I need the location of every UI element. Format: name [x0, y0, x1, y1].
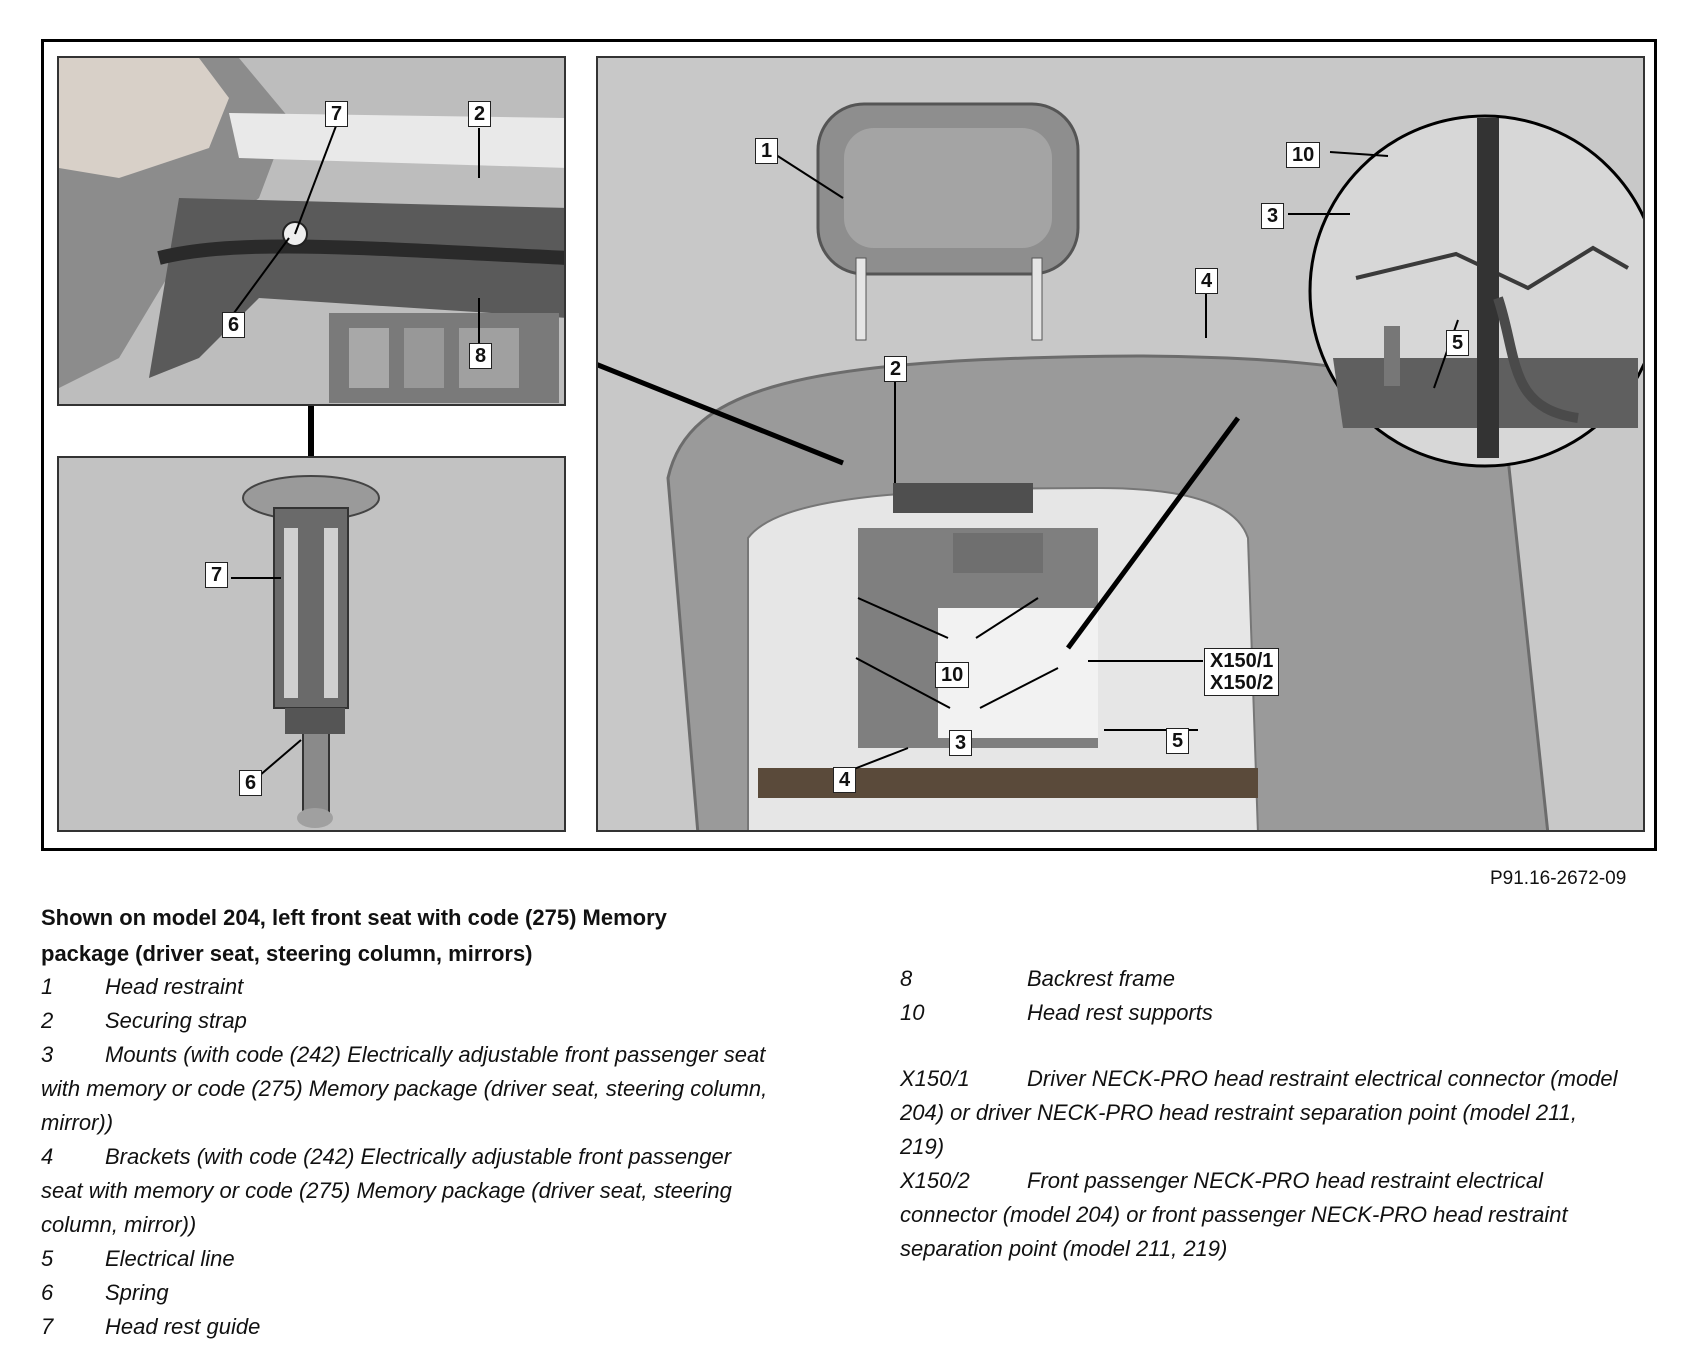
callout-1: 1: [755, 138, 779, 164]
legend-item: 6 Spring: [41, 1276, 801, 1310]
callout-5: 5: [1166, 728, 1190, 754]
photo-bottom-left: 7 6: [57, 456, 566, 832]
callout-6: 6: [239, 770, 263, 796]
callout-8: 8: [469, 343, 493, 369]
legend-item: 2 Securing strap: [41, 1004, 801, 1038]
legend-text: Brackets (with code (242) Electrically a…: [41, 1144, 732, 1237]
legend-number: 10: [900, 1000, 925, 1025]
photo-bottom-left-graphic: [59, 458, 564, 830]
legend-text: Head rest supports: [1027, 1000, 1213, 1025]
legend-number: 2: [41, 1008, 54, 1033]
legend-number: 8: [900, 966, 913, 991]
callout-7: 7: [205, 562, 229, 588]
legend-number: X150/1: [900, 1066, 970, 1091]
legend-number: 5: [41, 1246, 54, 1271]
legend-item: 8 Backrest frame: [900, 962, 1660, 996]
legend-number: 3: [41, 1042, 54, 1067]
legend-text: Head rest guide: [105, 1314, 261, 1339]
legend-item: 10 Head rest supports: [900, 996, 1660, 1030]
photo-main-graphic: [598, 58, 1643, 830]
legend-text: Spring: [105, 1280, 169, 1305]
legend-number: 6: [41, 1280, 54, 1305]
legend-number: 1: [41, 974, 54, 999]
legend-number: 4: [41, 1144, 54, 1169]
legend-text: Backrest frame: [1027, 966, 1175, 991]
legend-text: Front passenger NECK-PRO head restraint …: [900, 1168, 1568, 1261]
callout-7: 7: [325, 101, 349, 127]
legend-number: X150/2: [900, 1168, 970, 1193]
callout-6: 6: [222, 312, 246, 338]
legend-item: 1 Head restraint: [41, 970, 801, 1004]
callout-3: 3: [949, 730, 973, 756]
callout-10: 10: [935, 662, 970, 688]
callout-2: 2: [468, 101, 492, 127]
callout-4: 4: [833, 767, 857, 793]
photo-top-left: 7 2 6 8: [57, 56, 566, 406]
photo-main: 1 2 10 3 4 5 X150/1 X150/2 10 3 4 5: [596, 56, 1645, 832]
figure-code: P91.16-2672-09: [1490, 868, 1627, 889]
legend-item: 7 Head rest guide: [41, 1310, 801, 1344]
connector-line: [308, 406, 314, 456]
legend-text: Electrical line: [105, 1246, 235, 1271]
figure-frame: 7 2 6 8 7 6: [41, 39, 1657, 851]
caption-title: Shown on model 204, left front seat with…: [41, 905, 667, 966]
legend-text: Mounts (with code (242) Electrically adj…: [41, 1042, 768, 1135]
legend-item: 5 Electrical line: [41, 1242, 801, 1276]
legend-text: Securing strap: [105, 1008, 247, 1033]
legend-text: Head restraint: [105, 974, 244, 999]
callout-detail-5: 5: [1446, 330, 1470, 356]
callout-2: 2: [884, 356, 908, 382]
callout-detail-3: 3: [1261, 203, 1285, 229]
callout-detail-4: 4: [1195, 268, 1219, 294]
callout-detail-10: 10: [1286, 142, 1321, 168]
legend-text: Driver NECK-PRO head restraint electrica…: [900, 1066, 1618, 1159]
callout-x150: X150/1 X150/2: [1204, 648, 1280, 696]
legend-number: 7: [41, 1314, 54, 1339]
